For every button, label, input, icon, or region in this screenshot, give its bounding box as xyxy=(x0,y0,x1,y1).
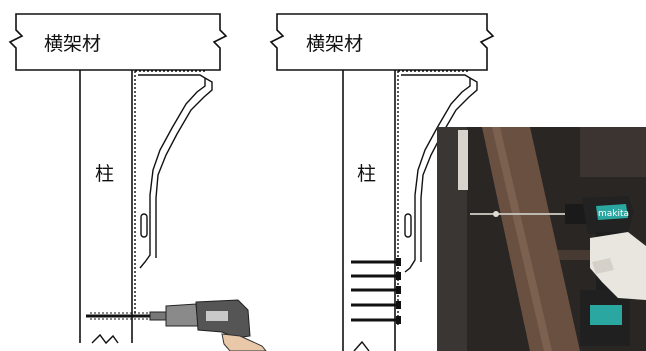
left-diagram: 横架材 柱 xyxy=(8,13,290,351)
drill-illustration xyxy=(149,299,290,351)
installation-photo: makita xyxy=(437,127,646,351)
right-column: 柱 xyxy=(342,70,396,351)
left-bracket xyxy=(134,70,213,318)
drill-brand-logo: makita xyxy=(598,209,629,219)
screw-4 xyxy=(351,301,401,309)
left-beam-label: 横架材 xyxy=(44,33,101,55)
right-column-label: 柱 xyxy=(357,163,376,185)
screw-5 xyxy=(351,316,401,324)
screw-2 xyxy=(351,272,401,280)
left-column-label: 柱 xyxy=(95,163,114,185)
right-beam-label: 横架材 xyxy=(306,33,363,55)
right-beam: 横架材 xyxy=(269,13,495,71)
left-column: 柱 xyxy=(79,70,133,345)
screw-3 xyxy=(351,286,401,294)
left-screw xyxy=(86,312,152,320)
screw-1 xyxy=(351,258,401,266)
left-beam: 横架材 xyxy=(8,13,228,71)
right-diagram: 横架材 柱 xyxy=(269,13,495,351)
right-screws xyxy=(351,258,401,324)
